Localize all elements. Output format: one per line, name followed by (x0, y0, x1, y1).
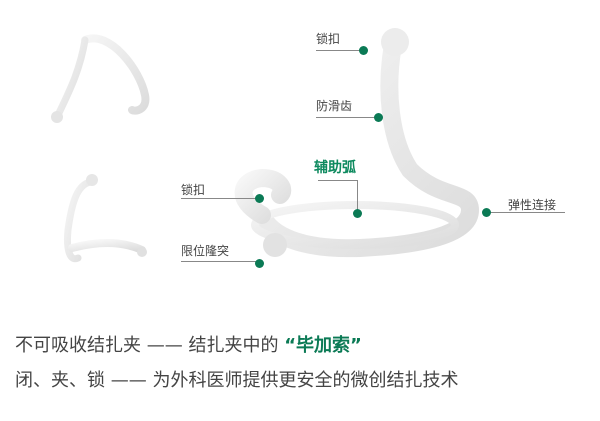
quote-close: ” (350, 335, 362, 356)
tagline-prefix: 不可吸收结扎夹 —— 结扎夹中的 (15, 335, 279, 356)
marker-dot (255, 259, 264, 268)
label-anti-slip-teeth: 防滑齿 (316, 99, 353, 113)
marker-dot (353, 209, 362, 218)
marker-dot (359, 46, 368, 55)
label-elastic-joint: 弹性连接 (508, 198, 557, 212)
label-left-lock: 锁扣 (181, 183, 206, 197)
marker-dot (374, 113, 383, 122)
marker-dot (255, 194, 264, 203)
label-top-lock: 锁扣 (316, 32, 341, 46)
label-limit-bump: 限位隆突 (181, 244, 230, 258)
label-auxiliary-arc: 辅助弧 (314, 160, 356, 176)
leader-line (318, 180, 357, 181)
leader-line (181, 261, 259, 262)
marker-dot (482, 208, 491, 217)
clip-open-thumbnail (51, 34, 150, 123)
leader-line (316, 117, 378, 118)
leader-line (486, 212, 565, 213)
leader-line (316, 50, 363, 51)
leader-line (181, 198, 259, 199)
clip-closed-thumbnail (64, 174, 147, 263)
tagline-highlight: 毕加索 (296, 335, 351, 356)
leader-line (357, 180, 358, 213)
quote-open: “ (284, 335, 297, 356)
tagline-line-2: 闭、夹、锁 —— 为外科医师提供更安全的微创结扎技术 (15, 370, 459, 391)
tagline-line-1: 不可吸收结扎夹 —— 结扎夹中的 “毕加索” (15, 331, 362, 357)
clip-main-illustration (234, 28, 480, 258)
